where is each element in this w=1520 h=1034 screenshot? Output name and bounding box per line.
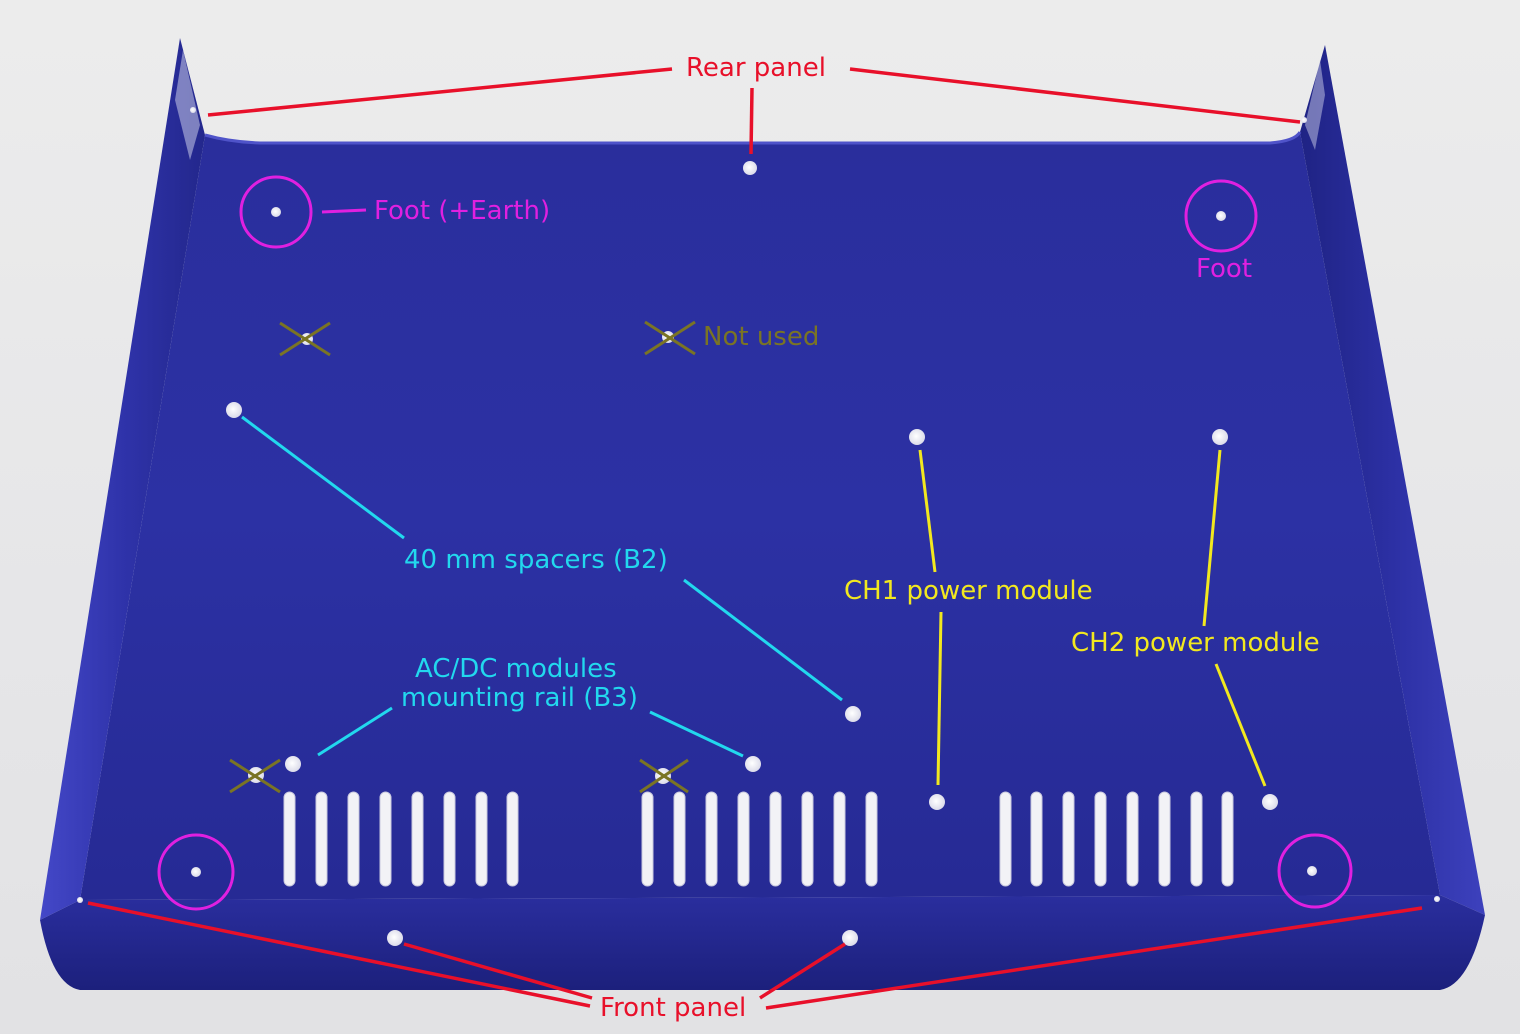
ch2-label: CH2 power module <box>1071 628 1320 658</box>
foot-earth-label: Foot (+Earth) <box>374 196 550 226</box>
acdc-label-line2: mounting rail (B3) <box>401 683 638 713</box>
foot-annotations <box>157 175 1353 911</box>
rear-panel-label: Rear panel <box>686 53 826 83</box>
foot-label: Foot <box>1196 254 1252 284</box>
acdc-label-line1: AC/DC modules <box>415 654 617 684</box>
not-used-label: Not used <box>703 322 819 352</box>
front-panel-annotation <box>87 901 1423 1010</box>
chassis-plate <box>40 38 1485 990</box>
ventilation-slots <box>283 791 1234 887</box>
rear-panel-annotation: Rear panel <box>207 53 1301 155</box>
spacers-annotation <box>241 415 843 758</box>
ch1-label: CH1 power module <box>844 576 1093 606</box>
spacers-label: 40 mm spacers (B2) <box>404 545 668 575</box>
not-used-marks <box>229 320 696 794</box>
front-panel-label: Front panel <box>600 993 746 1023</box>
power-module-annotations <box>918 449 1267 787</box>
